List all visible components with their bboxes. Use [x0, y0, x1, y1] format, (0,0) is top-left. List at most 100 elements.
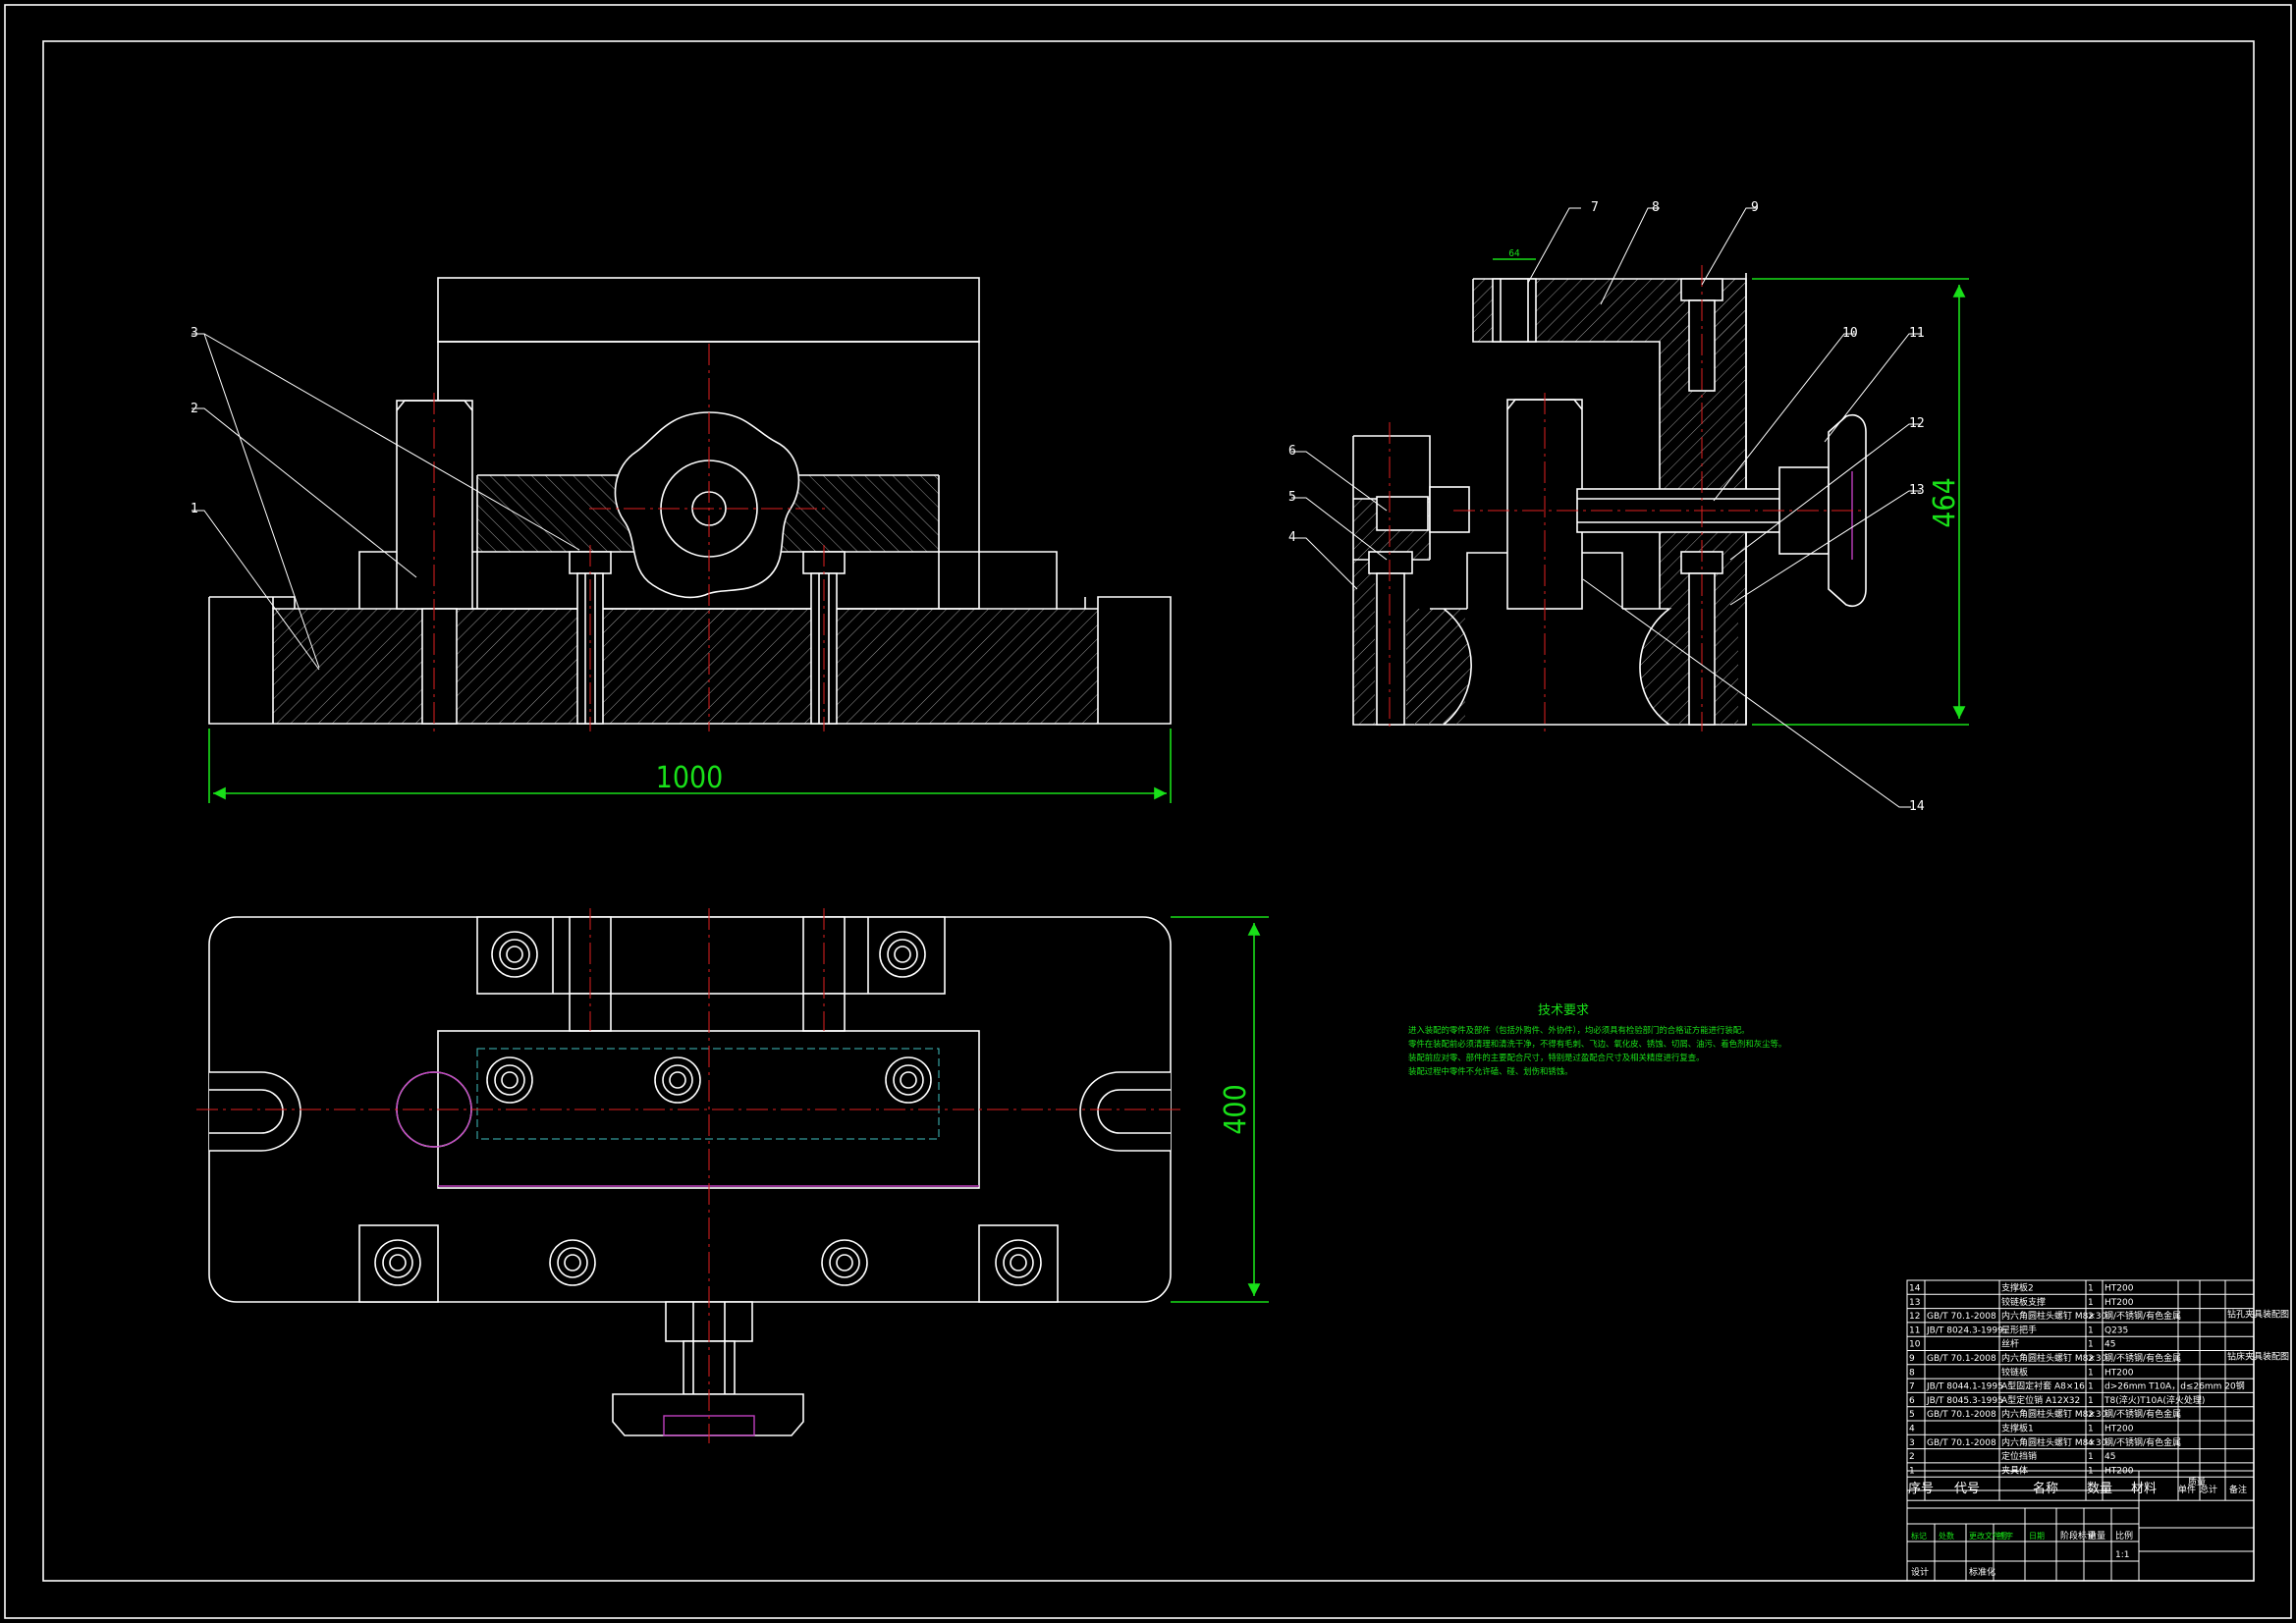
- bom-cell: 钢/不锈钢/有色金属: [2105, 1408, 2181, 1420]
- bom-cell: 钢/不锈钢/有色金属: [2105, 1310, 2181, 1322]
- base-body-hatch: [273, 609, 1098, 724]
- tech-line-1: 进入装配的零件及部件（包括外购件、外协件），均必须具有检验部门的合格证方能进行装…: [1408, 1025, 1750, 1035]
- bom-cell: 支撑板1: [2001, 1423, 2034, 1434]
- side-view: 464 64 6 5 4 7 8 9 10 11 12 13 14: [1288, 200, 1969, 814]
- sheet-inner-border: [42, 40, 2255, 1582]
- bom-cell: 内六角圆柱头螺钉 M8×30: [2001, 1408, 2107, 1420]
- bom-cell: 定位挡销: [2001, 1450, 2037, 1462]
- bom-cell: GB/T 70.1-2008: [1927, 1354, 1996, 1364]
- bom-cell: d>26mm T10A，d≤26mm 20钢: [2105, 1380, 2245, 1392]
- dim-464: 464: [1928, 477, 1962, 528]
- tb-r3-0: 设计: [1911, 1566, 1929, 1578]
- label-1: 1: [191, 502, 198, 516]
- bom-cell: HT200: [2105, 1298, 2134, 1308]
- tb-r3-1: 标准化: [1969, 1566, 1995, 1578]
- label-7: 7: [1591, 200, 1599, 215]
- bom-cell: 9: [1909, 1354, 1915, 1364]
- tb-r1-0: 标记: [1911, 1531, 1927, 1541]
- bolt-heads: [374, 931, 1042, 1286]
- bom-cell: 4: [2088, 1438, 2094, 1448]
- bom-cell: 2: [1909, 1452, 1915, 1462]
- bom-cell: 7: [1909, 1382, 1915, 1392]
- bom-cell: 6: [1909, 1396, 1915, 1406]
- bom-cell: 12: [1909, 1312, 1920, 1322]
- bom-cell: 1: [2088, 1382, 2094, 1392]
- top-view: 400: [196, 908, 1269, 1443]
- bom-header-cell: 总计: [2200, 1484, 2217, 1495]
- label-10: 10: [1842, 326, 1858, 341]
- front-view: 1000 3 2 1: [191, 277, 1172, 803]
- bom-cell: 45: [2105, 1340, 2115, 1350]
- label-2: 2: [191, 402, 198, 416]
- label-8: 8: [1652, 200, 1660, 215]
- bom-cell: JB/T 8024.3-1999: [1926, 1325, 2003, 1335]
- bom-cell: HT200: [2105, 1425, 2134, 1434]
- bom-header-cell: 代号: [1954, 1482, 1980, 1496]
- tb-r1-2: 更改文件号: [1969, 1531, 2008, 1541]
- label-12: 12: [1909, 416, 1925, 431]
- bom-cell: 钢/不锈钢/有色金属: [2105, 1352, 2181, 1364]
- bom-cell: 铰链板支撑: [2001, 1296, 2046, 1308]
- bom-cell: GB/T 70.1-2008: [1927, 1410, 1996, 1420]
- bom-cell: 2: [2088, 1410, 2094, 1420]
- bom-cell: 10: [1909, 1340, 1921, 1350]
- bom-cell: GB/T 70.1-2008: [1927, 1438, 1996, 1448]
- bom-cell: 13: [1909, 1298, 1920, 1308]
- label-9: 9: [1751, 200, 1759, 215]
- bom-cell: 45: [2105, 1452, 2115, 1462]
- bom-header-cell: 单件: [2178, 1484, 2196, 1495]
- bom-cell: 铰链板: [2001, 1366, 2028, 1378]
- bom-weight-header: 质量: [2188, 1476, 2206, 1488]
- bom-cell: Q235: [2105, 1325, 2128, 1335]
- tb-r1-4: 日期: [2029, 1532, 2045, 1541]
- tb-r1-1: 处数: [1939, 1531, 1954, 1541]
- dim-64: 64: [1508, 248, 1520, 259]
- bom-cell: 1: [2088, 1340, 2094, 1350]
- label-11: 11: [1909, 326, 1925, 341]
- bom-cell: 支撑板2: [2001, 1282, 2034, 1294]
- label-5: 5: [1288, 490, 1296, 505]
- bom-cell: 1: [2088, 1425, 2094, 1434]
- bom-cell: 1: [2088, 1396, 2094, 1406]
- bom-cell: JB/T 8044.1-1995: [1926, 1382, 2003, 1392]
- bom-cell: 1: [2088, 1452, 2094, 1462]
- bom-cell: 14: [1909, 1284, 1921, 1294]
- tech-line-3: 装配前应对零、部件的主要配合尺寸，特别是过盈配合尺寸及相关精度进行复查。: [1408, 1053, 1705, 1062]
- bom-cell: 2: [2088, 1312, 2094, 1322]
- bom-cell: 1: [2088, 1298, 2094, 1308]
- star-knob: [614, 411, 800, 599]
- bom-cell: 2: [2088, 1354, 2094, 1364]
- bom-cell: T8(淬火)T10A(淬火处理): [2104, 1394, 2205, 1406]
- tb-r2-2: 比例: [2115, 1530, 2133, 1542]
- bom-cell: 4: [1909, 1425, 1915, 1434]
- title-block: 标记 处数 更改文件号 签字 日期 阶段标记 重量 比例 1:1 设计 标准化: [1906, 1470, 2255, 1582]
- tb-r2-0: 阶段标记: [2060, 1530, 2096, 1542]
- bom-header-cell: 名称: [2033, 1481, 2058, 1496]
- tech-requirements: 技术要求 进入装配的零件及部件（包括外购件、外协件），均必须具有检验部门的合格证…: [1408, 1003, 1786, 1076]
- tech-title: 技术要求: [1538, 1003, 1589, 1018]
- bom-cell: 8: [1909, 1368, 1915, 1378]
- bom-header-cell: 材料: [2131, 1482, 2157, 1496]
- sheet-outer-border: [4, 4, 2292, 1619]
- dim-400: 400: [1219, 1084, 1253, 1135]
- bom-cell: 夹具体: [2001, 1464, 2028, 1476]
- bom-cell: 3: [1909, 1438, 1915, 1448]
- tech-line-2: 零件在装配前必须清理和清洗干净，不得有毛刺、飞边、氧化皮、锈蚀、切屑、油污、着色…: [1408, 1039, 1786, 1049]
- tb-scale: 1:1: [2115, 1550, 2129, 1560]
- bom-cell: 1: [2088, 1325, 2094, 1335]
- tech-line-4: 装配过程中零件不允许磕、碰、划伤和锈蚀。: [1408, 1066, 1573, 1076]
- bom-cell: GB/T 70.1-2008: [1927, 1312, 1996, 1322]
- bom-cell: JB/T 8045.3-1995: [1926, 1396, 2003, 1406]
- bom-cell: A型定位销 A12X32: [2001, 1394, 2080, 1406]
- bom-cell: 内六角圆柱头螺钉 M8×30: [2001, 1352, 2107, 1364]
- bom-side-note: 钻孔夹具装配图: [2227, 1309, 2289, 1321]
- label-6: 6: [1288, 444, 1296, 459]
- label-14: 14: [1909, 799, 1925, 814]
- bom-header-cell: 序号: [1908, 1482, 1934, 1496]
- bom-side-note: 钻床夹具装配图: [2227, 1351, 2289, 1363]
- label-3: 3: [191, 326, 198, 341]
- tb-r2-1: 重量: [2088, 1530, 2105, 1542]
- bom-cell: 11: [1909, 1325, 1920, 1335]
- bom-cell: A型固定衬套 A8×16: [2001, 1380, 2085, 1392]
